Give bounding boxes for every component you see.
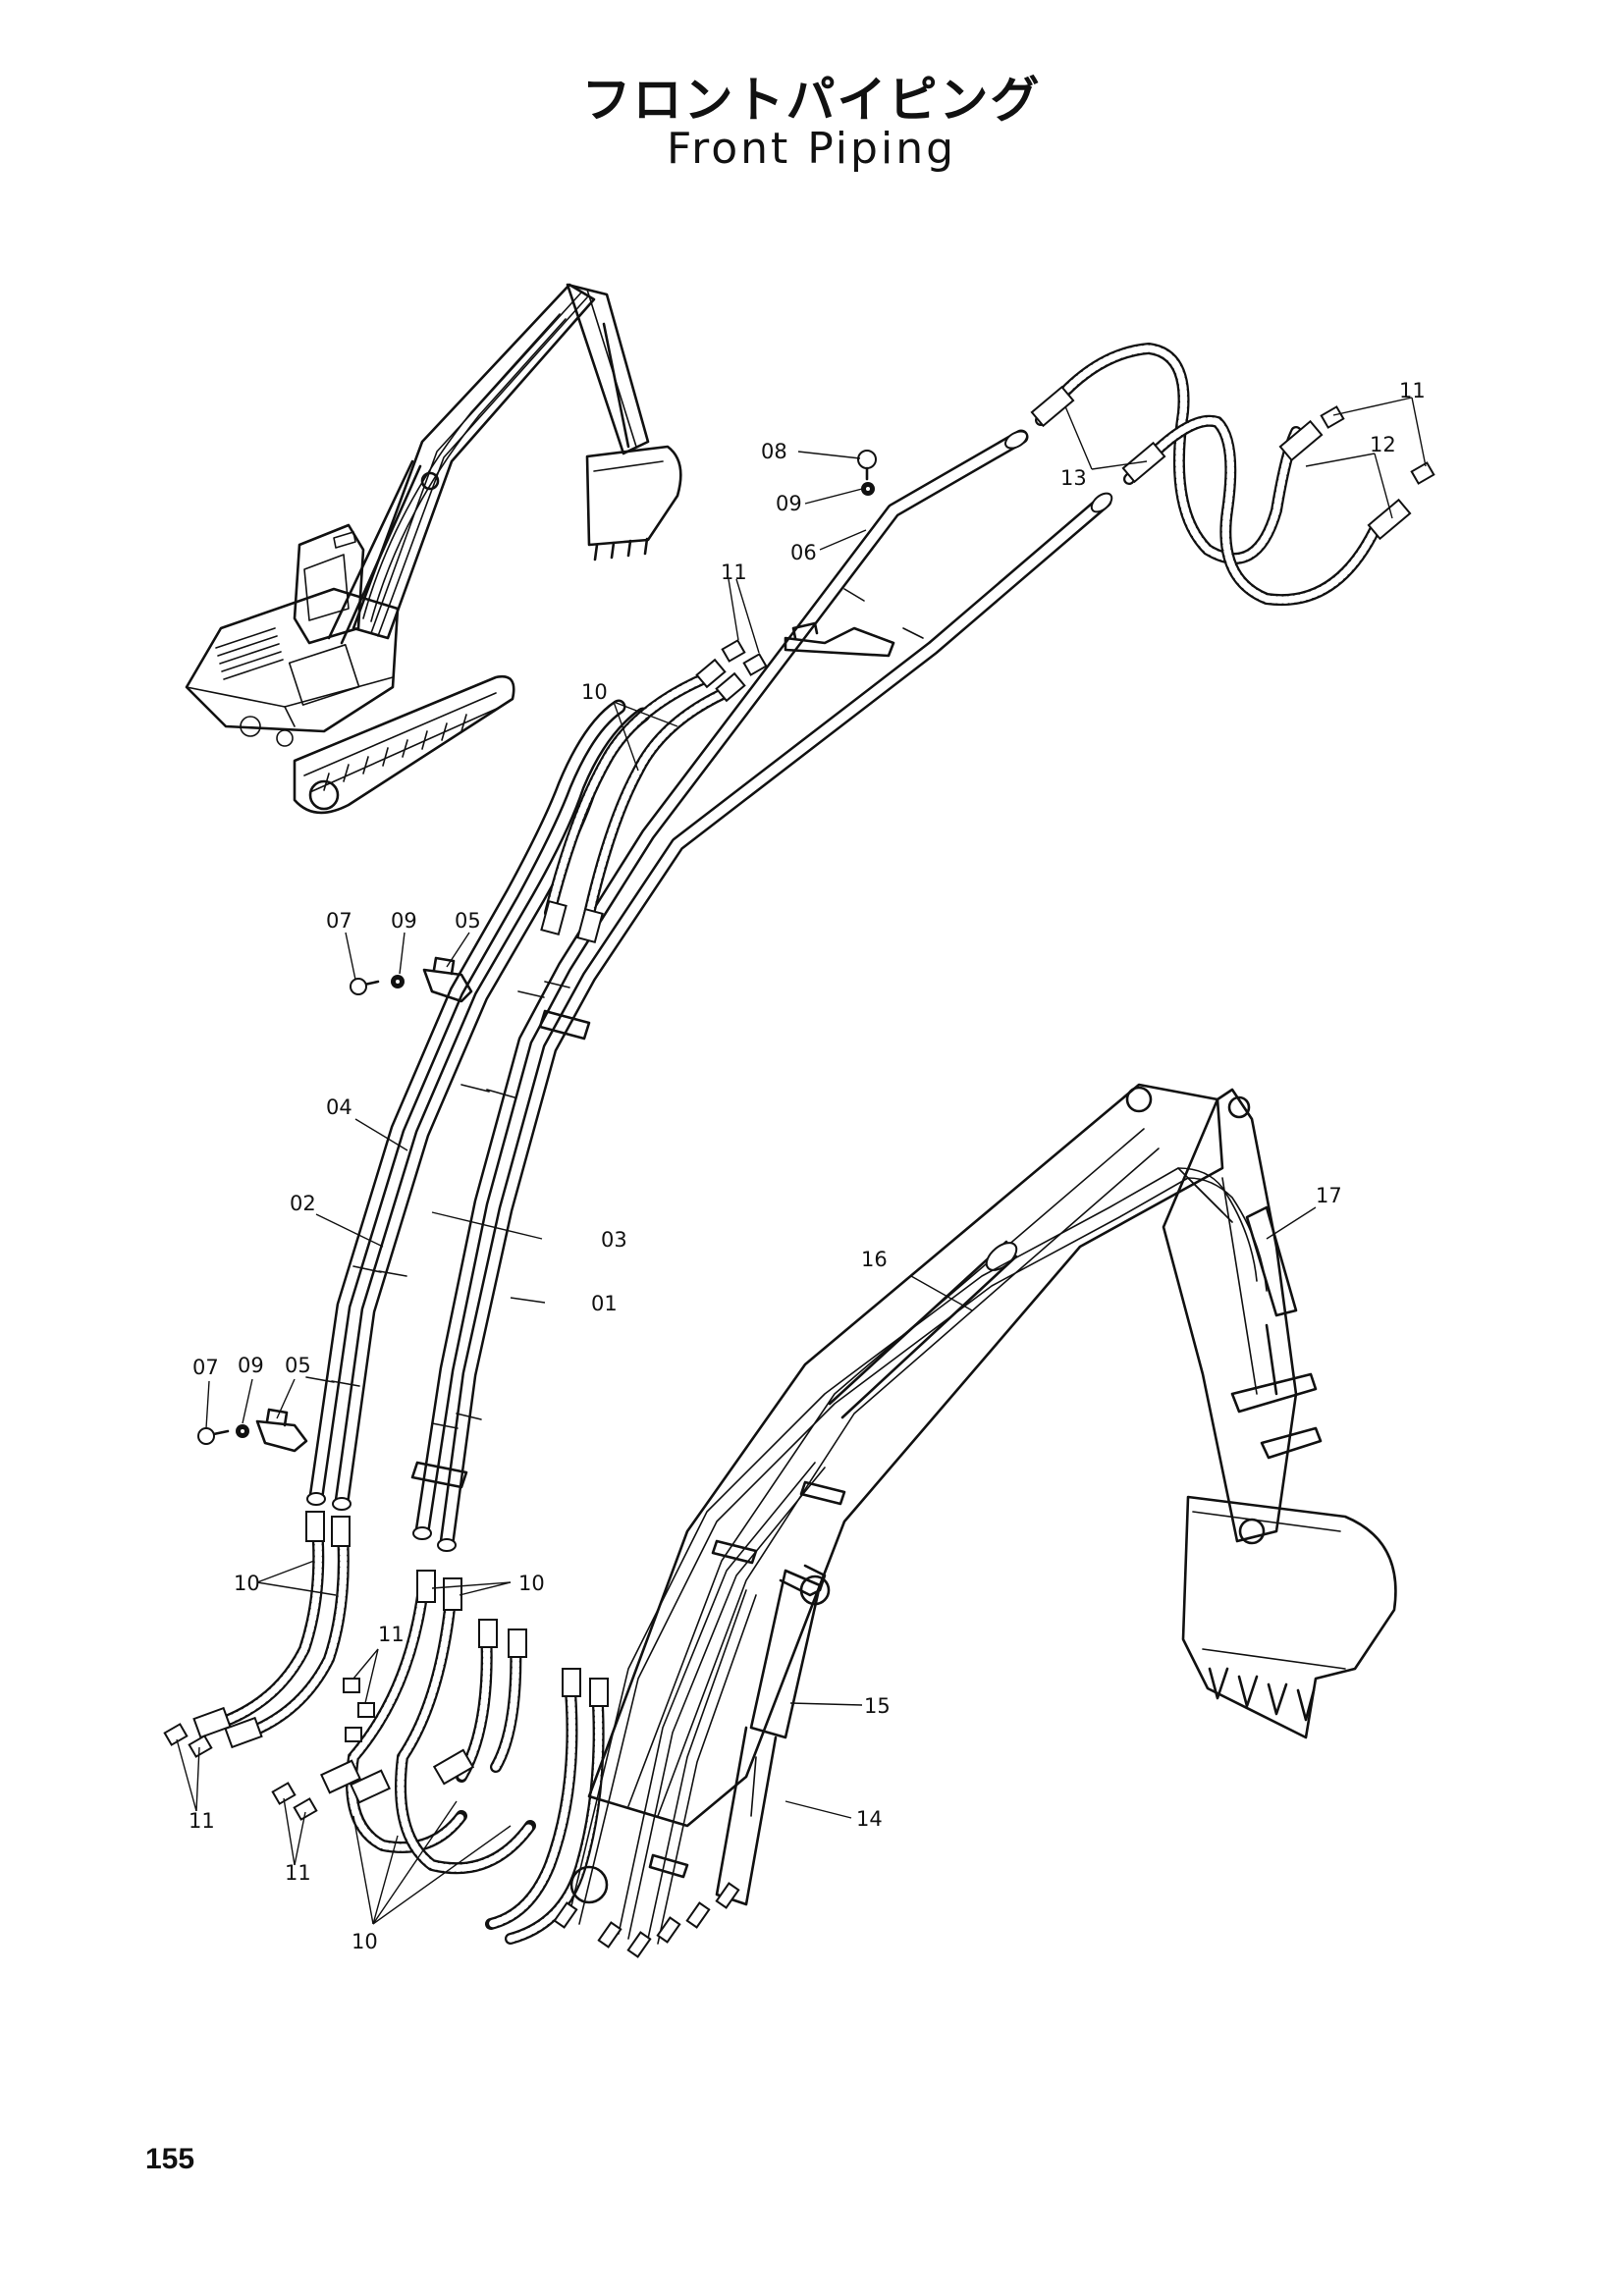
callout-09b: 09 bbox=[238, 1354, 264, 1377]
callout-17: 17 bbox=[1316, 1184, 1342, 1207]
callout-11a: 11 bbox=[721, 561, 747, 584]
pipe-02 bbox=[334, 707, 651, 1510]
callout-05a: 05 bbox=[455, 909, 481, 933]
boom-arm-assembly-icon bbox=[553, 1083, 1397, 1958]
callout-11b-top: 11 bbox=[1399, 379, 1426, 402]
callout-14: 14 bbox=[856, 1807, 883, 1831]
callout-07a: 07 bbox=[326, 909, 352, 933]
callout-10d: 10 bbox=[352, 1930, 378, 1953]
callout-05b: 05 bbox=[285, 1354, 311, 1377]
callout-09a: 09 bbox=[391, 909, 417, 933]
callout-11c: 11 bbox=[378, 1623, 405, 1646]
page-number: 155 bbox=[145, 2143, 195, 2175]
callout-leaders bbox=[176, 397, 1427, 1925]
callout-labels: 03 01 04 02 07 09 05 07 09 05 08 09 06 1… bbox=[189, 379, 1426, 1953]
clamp-bolts bbox=[197, 450, 877, 1453]
callout-12: 12 bbox=[1370, 433, 1396, 456]
callout-10a: 10 bbox=[581, 680, 608, 704]
callout-01: 01 bbox=[591, 1292, 618, 1315]
callout-16: 16 bbox=[861, 1248, 888, 1271]
callout-10b: 10 bbox=[234, 1572, 260, 1595]
callout-07b: 07 bbox=[192, 1356, 219, 1379]
callout-04: 04 bbox=[326, 1095, 352, 1119]
callout-11e: 11 bbox=[285, 1861, 311, 1885]
hose-assemblies bbox=[192, 342, 1412, 1945]
callout-06: 06 bbox=[790, 541, 817, 564]
boom-pipe-set bbox=[305, 429, 1113, 1552]
page-title-japanese: フロントパイピング bbox=[581, 72, 1042, 129]
page-title-english: Front Piping bbox=[666, 124, 957, 174]
callout-02: 02 bbox=[290, 1192, 316, 1215]
callout-13: 13 bbox=[1060, 466, 1087, 490]
callout-09c: 09 bbox=[776, 492, 802, 515]
callout-08: 08 bbox=[761, 440, 787, 463]
callout-10c: 10 bbox=[518, 1572, 545, 1595]
adapter-fittings bbox=[163, 405, 1435, 1821]
callout-03: 03 bbox=[601, 1228, 627, 1252]
pipe-03 bbox=[414, 429, 1029, 1539]
callout-15: 15 bbox=[864, 1694, 891, 1718]
callout-11d: 11 bbox=[189, 1809, 215, 1833]
excavator-thumbnail-icon bbox=[185, 283, 682, 815]
